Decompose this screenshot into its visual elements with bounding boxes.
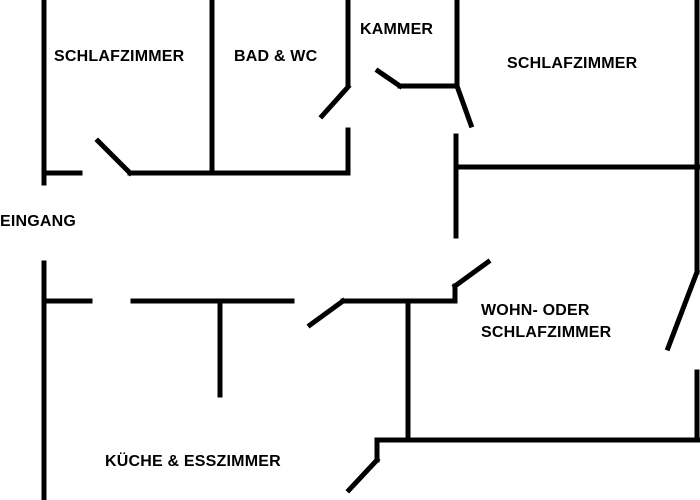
room-label-entrance: EINGANG <box>0 213 77 230</box>
door-kammer[interactable] <box>374 67 404 90</box>
room-label-storage: KAMMER <box>360 21 434 38</box>
door-kitchen[interactable] <box>306 297 347 329</box>
wall-living-bottom <box>374 437 700 463</box>
wall-living-top <box>340 283 458 304</box>
wall-bedroom-bath-bottom <box>127 127 351 176</box>
room-label-bedroom-right: SCHLAFZIMMER <box>507 55 638 72</box>
door-bedroom-right[interactable] <box>453 82 475 129</box>
room-label-living-line1: WOHN- ODER <box>481 302 590 319</box>
room-label-living-line2: SCHLAFZIMMER <box>481 324 612 341</box>
room-label-bath: BAD & WC <box>234 48 318 65</box>
door-living-right[interactable] <box>664 268 700 352</box>
room-label-bedroom-left: SCHLAFZIMMER <box>54 48 185 65</box>
door-bedroom-left[interactable] <box>94 137 134 177</box>
door-bath[interactable] <box>318 83 352 120</box>
room-label-kitchen: KÜCHE & ESSZIMMER <box>105 453 281 470</box>
wall-kammer-bedroom-divider <box>397 0 460 89</box>
door-living[interactable] <box>451 258 492 290</box>
door-kitchen-bottom[interactable] <box>345 456 381 494</box>
